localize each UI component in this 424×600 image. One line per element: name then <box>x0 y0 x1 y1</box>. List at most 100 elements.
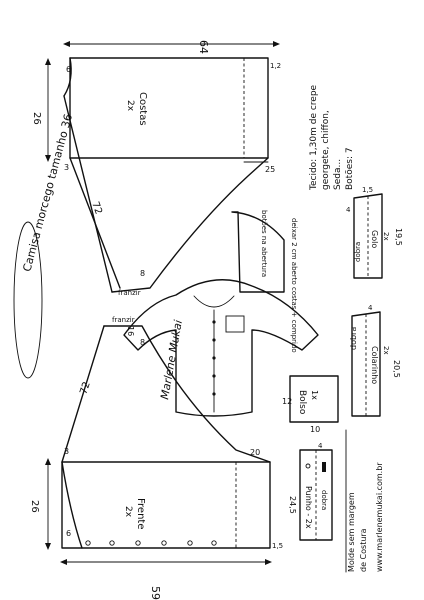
costas-franzir: franzir <box>118 289 141 297</box>
punho-name: Punho - 2x <box>304 486 313 529</box>
costas-dim-hem: 25 <box>265 165 275 174</box>
bolso-name: Bolso <box>297 390 307 415</box>
bolso-dim-h: 12 <box>282 397 292 406</box>
button-mark-icon <box>212 392 216 396</box>
sketch-body-outline <box>123 279 319 417</box>
sketch-pocket <box>225 315 245 333</box>
frente-piece: 59 26 6 20 3 1,5 72 8 16 franzir Frente … <box>29 316 283 600</box>
costas-piece: 64 26 25 6 1,2 3 72 8 franzir Costas 2x <box>31 40 281 297</box>
buttonhole-mark-icon <box>322 462 326 472</box>
frente-sleeve-top <box>61 325 105 463</box>
button-mark-icon <box>212 374 216 378</box>
button-mark-icon <box>135 540 141 546</box>
costas-dim-ang: 8 <box>140 269 145 278</box>
costas-dim-top: 64 <box>197 40 210 54</box>
title-oval <box>13 221 43 379</box>
golo-name: Golo <box>370 230 379 248</box>
golo-dobra: dobra <box>354 242 362 262</box>
arrow-head-icon <box>45 543 51 550</box>
credits-website: www.marlenemukai.com.br <box>375 462 384 572</box>
bolso-dim-w: 10 <box>310 425 320 434</box>
frente-dim-franzir: 16 <box>126 326 135 336</box>
frente-dim-edge: 1,5 <box>272 542 283 550</box>
sketch-note-costas: deixar 2 cm aberto costas + comprido <box>290 218 298 353</box>
arrow-head-icon <box>45 458 51 465</box>
fabric-line-3: Seda... <box>333 159 343 190</box>
colarinho-piece: dobra Colarinho 2x 20,5 4 <box>349 304 401 417</box>
costas-dim-diag: 72 <box>89 200 104 216</box>
button-mark-icon <box>85 540 91 546</box>
frente-dim-side: 26 <box>29 500 40 513</box>
frente-dim-bottom: 59 <box>149 586 162 600</box>
golo-dim-w: 4 <box>346 206 351 214</box>
bolso-piece: Bolso 1x 12 10 <box>282 375 339 434</box>
colarinho-dobra: dobra <box>349 327 358 350</box>
sketch-collar <box>193 295 235 308</box>
colarinho-name: Colarinho <box>370 346 379 384</box>
fabric-line-4: Botões: 7 <box>345 147 355 190</box>
costas-qty: 2x <box>125 100 135 112</box>
arrow-head-icon <box>273 41 280 47</box>
costas-sleeve-top <box>63 95 113 293</box>
bolso-outline <box>289 375 339 423</box>
frente-sleeve-curve <box>103 325 271 463</box>
frente-franzir: franzir <box>112 316 135 324</box>
golo-qty: 2x <box>382 232 390 241</box>
frente-qty: 2x <box>123 506 133 518</box>
button-mark-icon <box>187 540 193 546</box>
frente-neckline <box>61 461 83 549</box>
costas-dim-small: 1,2 <box>270 62 281 70</box>
frente-name: Frente <box>135 498 146 529</box>
colarinho-outline <box>351 311 381 417</box>
frente-dim-ang: 8 <box>140 338 145 347</box>
golo-dim-top: 1,5 <box>362 186 373 194</box>
title-block: Camisa morcego tamanho 36 <box>13 113 75 379</box>
frente-dim-diag: 72 <box>78 380 92 396</box>
costas-neckline <box>63 57 72 97</box>
arrow-head-icon <box>60 559 67 565</box>
button-mark-icon <box>305 463 311 469</box>
fabric-line-2: georgete, chiffon, <box>321 110 331 190</box>
button-mark-icon <box>109 540 115 546</box>
punho-piece: Punho - 2x dobra 24,5 4 <box>288 442 333 541</box>
golo-dim: 19,5 <box>394 228 403 246</box>
costas-name: Costas <box>137 92 148 126</box>
punho-dim: 24,5 <box>288 496 297 514</box>
arrow-head-icon <box>63 41 70 47</box>
credits: Molde sem margem de Costura www.marlenem… <box>345 429 384 573</box>
costas-body-outline <box>69 57 269 159</box>
costas-sleeve-curve <box>111 157 269 293</box>
arrow-head-icon <box>45 155 51 162</box>
frente-body-outline <box>61 461 271 549</box>
fabric-line-1: Tecido: 1,30m de crepe <box>309 84 319 191</box>
arrow-head-icon <box>265 559 272 565</box>
golo-outline <box>353 193 383 279</box>
punho-dobra: dobra <box>320 490 328 510</box>
costas-dim-left: 3 <box>64 163 69 172</box>
blouse-sketch: botões na abertura deixar 2 cm aberto co… <box>123 210 319 417</box>
golo-piece: dobra Golo 2x 19,5 1,5 4 <box>346 186 403 279</box>
costas-sleeve-inner <box>69 157 121 289</box>
sketch-back <box>231 211 285 293</box>
button-mark-icon <box>211 540 217 546</box>
button-mark-icon <box>212 320 216 324</box>
punho-dim-w: 4 <box>318 442 323 450</box>
colarinho-qty: 2x <box>382 346 390 355</box>
bolso-qty: 1x <box>310 390 319 400</box>
colarinho-dim-w: 4 <box>368 304 373 312</box>
sketch-note-abertura: botões na abertura <box>260 210 268 277</box>
credits-line-1: Molde sem margem <box>347 492 356 572</box>
colarinho-dim: 20,5 <box>392 360 401 378</box>
button-mark-icon <box>212 356 216 360</box>
button-mark-icon <box>161 540 167 546</box>
button-mark-icon <box>212 338 216 342</box>
credits-line-2: de Costura <box>359 528 368 572</box>
frente-dim-neck: 6 <box>66 529 71 538</box>
costas-dim-neck: 6 <box>66 65 71 74</box>
frente-dim-left: 3 <box>64 447 69 456</box>
frente-dim-hem: 20 <box>250 448 260 457</box>
fabric-notes: Tecido: 1,30m de crepe georgete, chiffon… <box>309 84 355 191</box>
arrow-head-icon <box>45 58 51 65</box>
costas-dim-side: 26 <box>31 112 42 125</box>
